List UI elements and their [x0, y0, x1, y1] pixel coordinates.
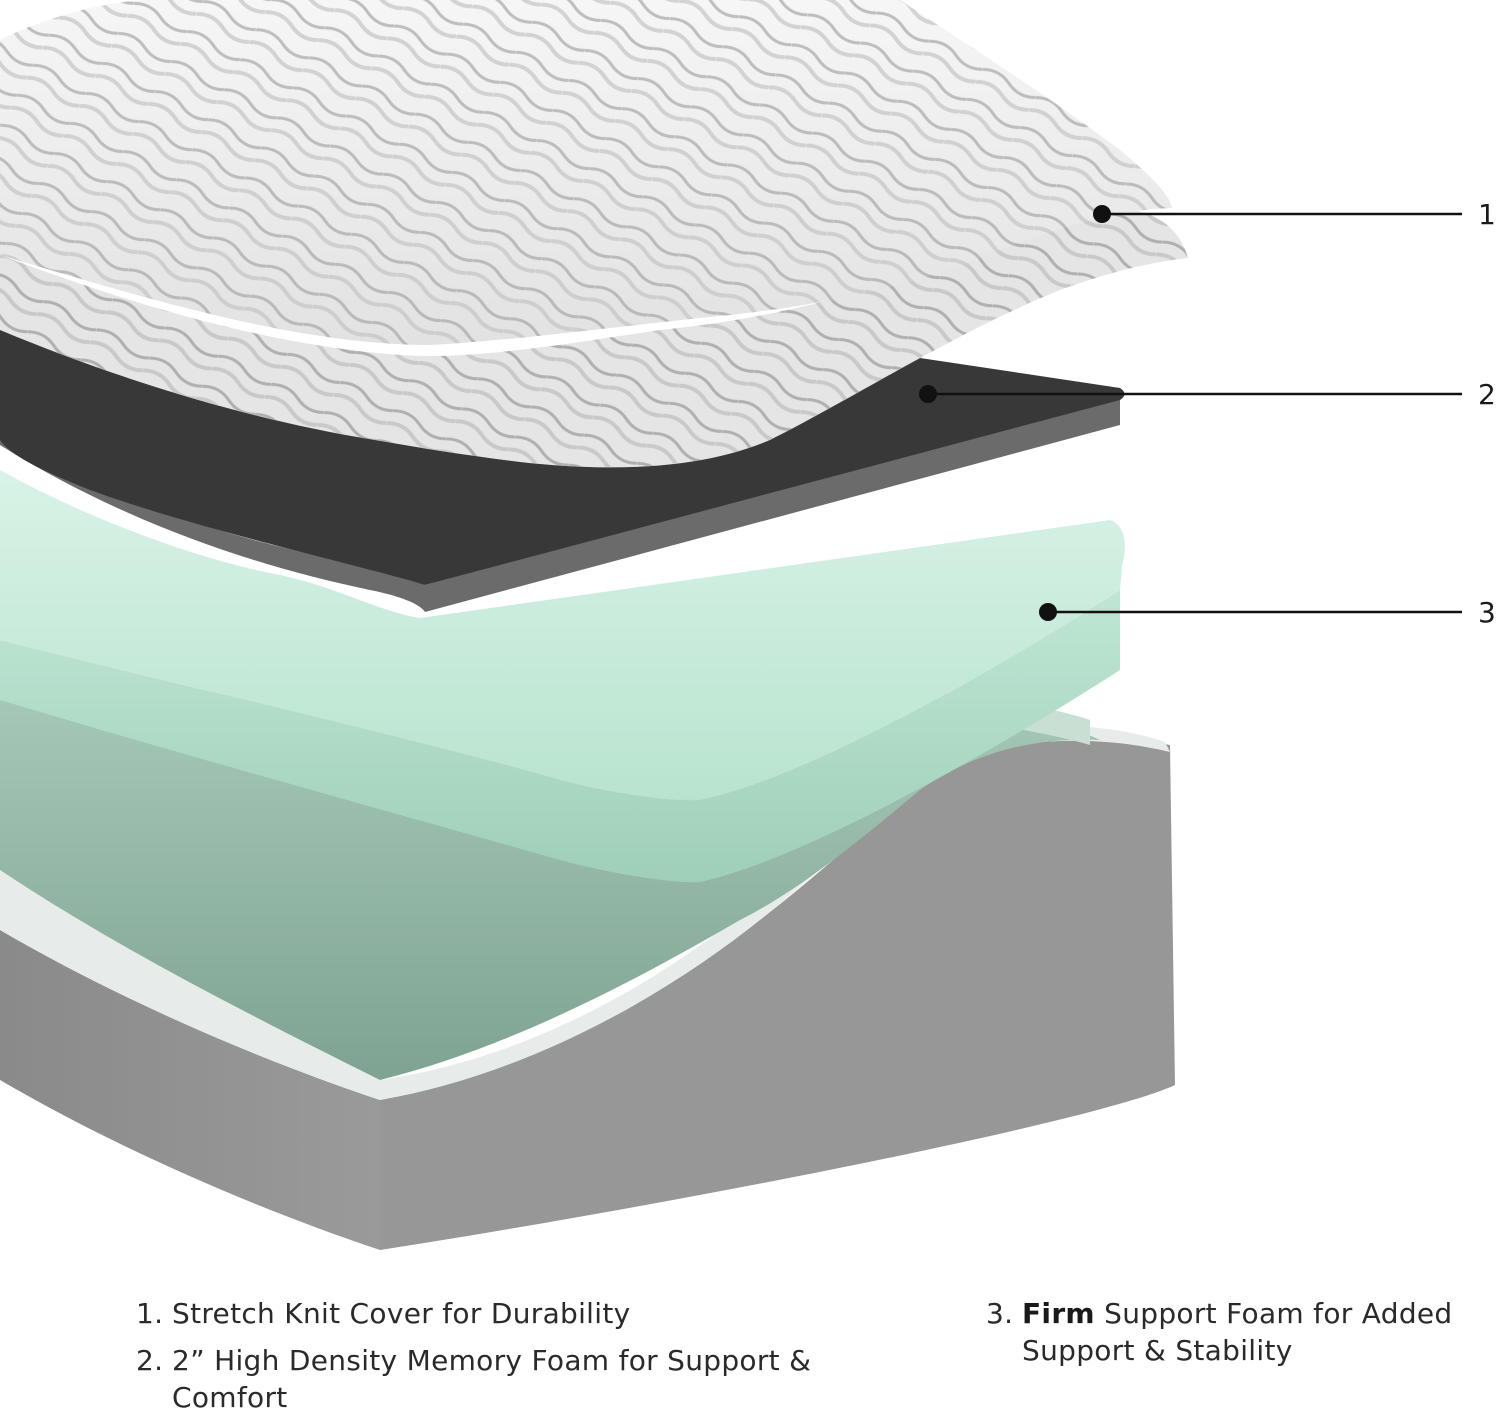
callout-dot-3: [1039, 603, 1057, 621]
legend-text: 2” High Density Memory Foam for Support …: [172, 1343, 812, 1414]
support-foam-layer: [0, 470, 1125, 883]
legend-number: 2.: [136, 1343, 164, 1377]
legend-item-3: 3. Firm Support Foam for Added Support &…: [986, 1296, 1486, 1370]
legend-text: Firm Support Foam for Added Support & St…: [1022, 1296, 1482, 1370]
legend-number: 1.: [136, 1297, 164, 1330]
legend-number: 3.: [986, 1297, 1014, 1330]
cover-layer: [0, 0, 1188, 468]
legend-item-1: 1. Stretch Knit Cover for Durability: [136, 1296, 856, 1333]
legend-emphasis: Firm: [1022, 1297, 1095, 1330]
support-foam-side: [0, 590, 1120, 883]
legend-left: 1. Stretch Knit Cover for Durability 2. …: [136, 1296, 856, 1417]
callout-number-3: 3: [1478, 596, 1496, 629]
callout-leaders: [919, 205, 1462, 621]
legend-right: 3. Firm Support Foam for Added Support &…: [986, 1296, 1486, 1370]
base-rim: [0, 725, 1170, 1100]
callout-dot-2: [919, 385, 937, 403]
callout-number-2: 2: [1478, 378, 1496, 411]
base-front-wall: [380, 739, 1175, 1250]
legend-item-2: 2. 2” High Density Memory Foam for Suppo…: [136, 1343, 856, 1417]
base-side-wall: [0, 930, 380, 1250]
legend-text-rest: Support Foam for Added Support & Stabili…: [1022, 1297, 1453, 1367]
support-foam-top: [0, 470, 1125, 801]
memory-foam-edge: [0, 398, 1120, 612]
cover-top-pattern: [0, 0, 1172, 345]
callout-number-1: 1: [1478, 198, 1496, 231]
callout-dot-1: [1093, 205, 1111, 223]
legend-text: Stretch Knit Cover for Durability: [172, 1297, 631, 1330]
cover-side-pattern: [0, 208, 1188, 468]
